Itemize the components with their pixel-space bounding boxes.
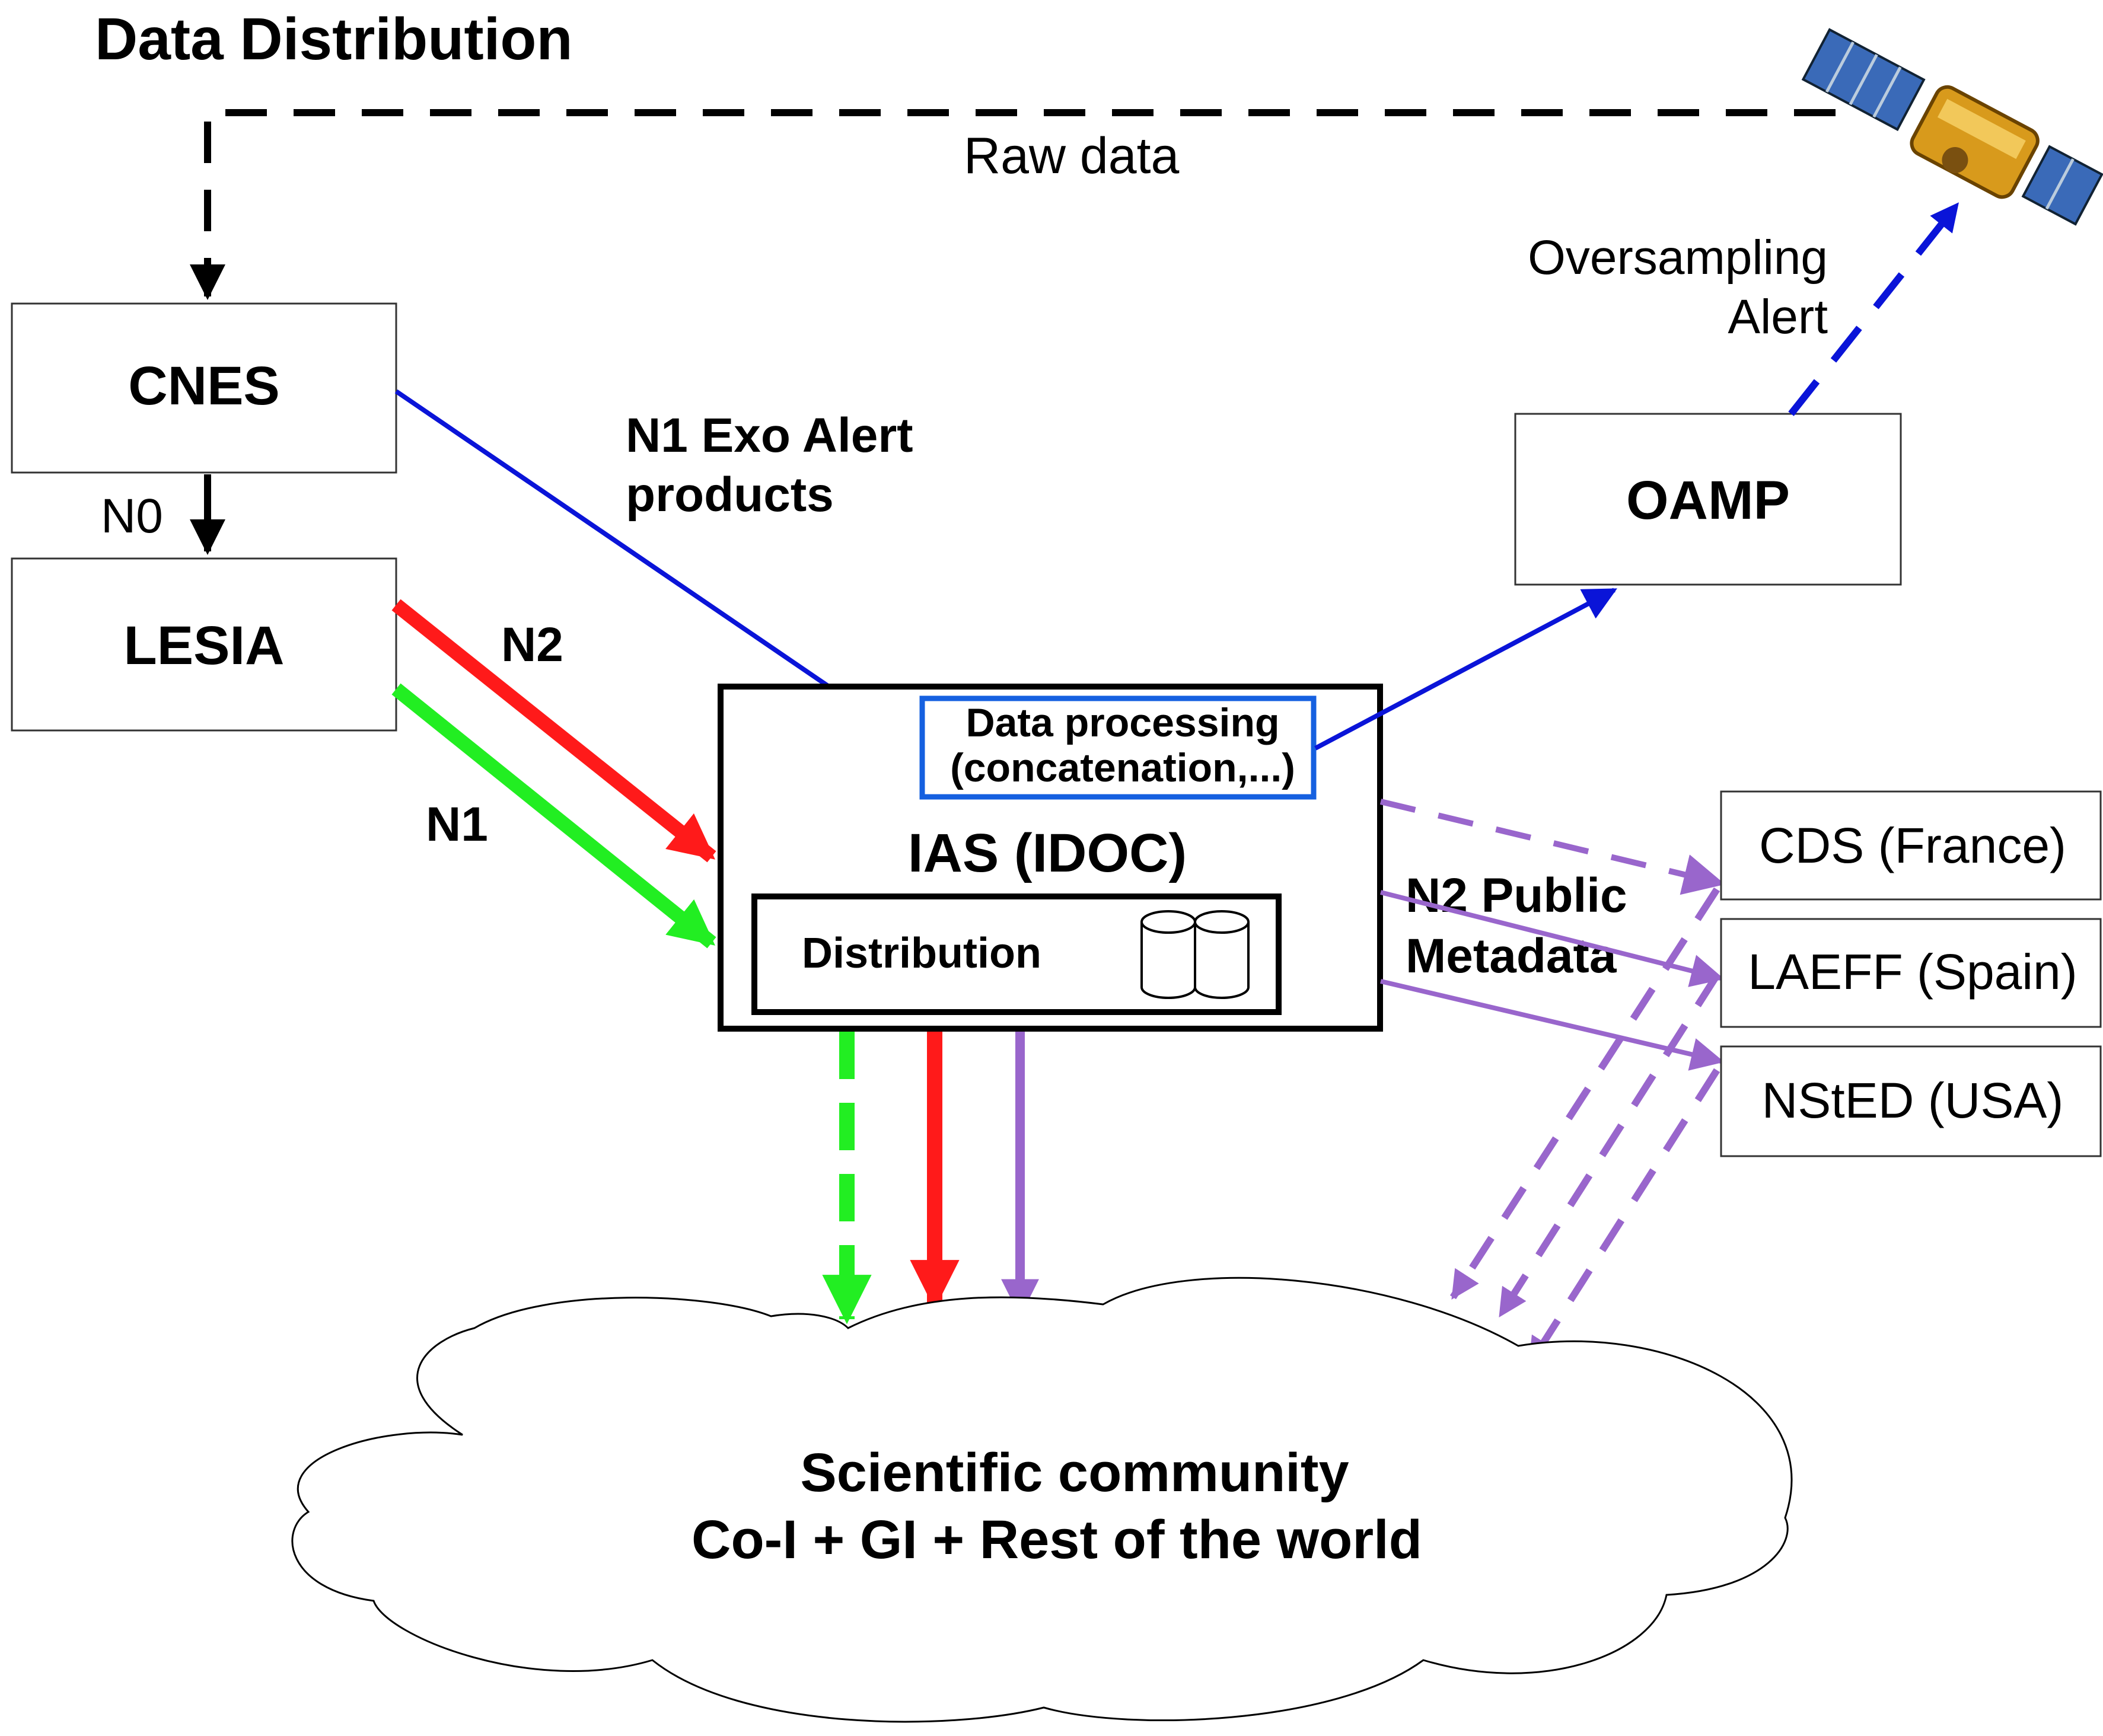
cds-node: CDS (France) — [1720, 790, 2102, 901]
n1-label: N1 — [426, 797, 488, 851]
database-icon — [1140, 910, 1250, 999]
n0-label: N0 — [101, 489, 163, 543]
data-processing-line1: Data processing — [966, 700, 1279, 745]
cnes-node: CNES — [11, 302, 397, 474]
oamp-label: OAMP — [1626, 470, 1790, 531]
n2-arrow — [391, 599, 716, 863]
n2-public-label-line1: N2 Public — [1406, 869, 1627, 923]
ias-to-oamp-arrow — [1314, 588, 1617, 751]
community-label-line1: Scientific community — [800, 1443, 1349, 1503]
n2-public-label-line2: Metadata — [1406, 929, 1617, 983]
raw-data-label: Raw data — [964, 127, 1179, 184]
nsted-node: NStED (USA) — [1720, 1045, 2102, 1157]
n1-exo-label-line2: products — [626, 468, 834, 522]
page-title: Data Distribution — [95, 6, 573, 72]
n1-arrow — [391, 683, 716, 949]
laeff-node: LAEFF (Spain) — [1720, 918, 2102, 1028]
scientific-community-cloud: Scientific community Co-I + GI + Rest of… — [291, 1277, 1793, 1723]
distribution-node: Distribution — [751, 893, 1282, 1015]
n1-exo-label-line1: N1 Exo Alert — [626, 409, 913, 462]
lesia-label: LESIA — [124, 615, 285, 676]
nsted-label: NStED (USA) — [1762, 1073, 2064, 1128]
oamp-node: OAMP — [1514, 413, 1902, 586]
laeff-label: LAEFF (Spain) — [1748, 944, 2077, 1000]
cds-to-community-arrow — [1449, 887, 1720, 1300]
ias-label: IAS (IDOC) — [908, 823, 1187, 883]
oversampling-alert-arrow — [1788, 202, 1960, 416]
lesia-node: LESIA — [11, 557, 397, 732]
distribution-label: Distribution — [802, 930, 1041, 977]
data-processing-node: Data processing (concatenation,...) — [919, 695, 1317, 800]
data-processing-line2: (concatenation,...) — [950, 745, 1295, 790]
laeff-to-community-arrow — [1497, 973, 1720, 1318]
nsted-to-community-arrow — [1527, 1068, 1720, 1367]
cnes-label: CNES — [128, 356, 280, 416]
ias-to-nsted-arrow — [1380, 979, 1725, 1071]
satellite-icon — [1801, 28, 2103, 226]
community-label-line2: Co-I + GI + Rest of the world — [692, 1510, 1422, 1570]
cds-label: CDS (France) — [1759, 818, 2066, 873]
n2-label: N2 — [501, 618, 563, 672]
oversampling-label-line2: Alert — [1728, 290, 1828, 344]
ias-to-laeff-arrow — [1380, 890, 1725, 987]
oversampling-label-line1: Oversampling — [1528, 231, 1828, 285]
